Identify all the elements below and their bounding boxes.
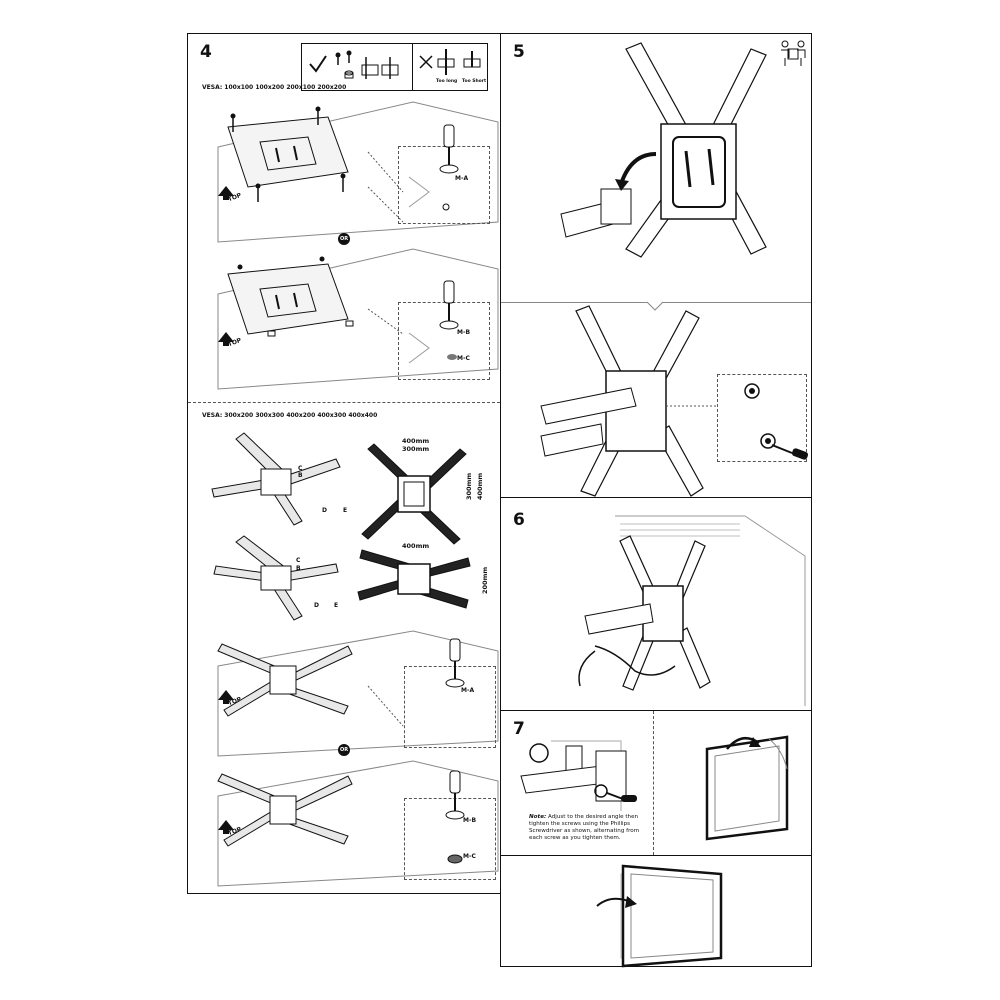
tilt-adjust-illustration: [520, 740, 637, 811]
e-label-1: E: [343, 507, 348, 514]
detail-box-mb-mc-1: M-B M-C: [398, 280, 490, 380]
ma-label-1: M-A: [455, 175, 469, 182]
c-label-2: C: [296, 557, 301, 564]
or-badge-2: OR: [338, 744, 350, 756]
e-label-2: E: [334, 602, 339, 609]
bracket-diagram-large-2: [357, 549, 471, 609]
screwdriver-icon: [445, 770, 465, 820]
tv-back-illustration-4: [217, 760, 499, 887]
section-divider: [188, 402, 500, 403]
mb-label-2: M-B: [463, 817, 477, 824]
step-5-detail-box: [717, 374, 809, 462]
wrong-screws-icon: [437, 49, 481, 75]
screwdriver-icon: [439, 124, 459, 174]
tv-back-illustration-2: [217, 248, 499, 390]
detail-box-ma-2: M-A: [404, 638, 496, 748]
tv-hang-illustration: [578, 515, 806, 706]
dim-400v-label: 400mm: [476, 472, 484, 500]
dim-400-label-2: 400mm: [402, 542, 430, 550]
up-arrow-icon: [218, 690, 234, 704]
step-6-panel: 6: [500, 497, 812, 711]
up-arrow-icon: [218, 332, 234, 346]
wall-plate-hanging-illustration: [560, 42, 767, 258]
too-long-label: Too long: [436, 79, 458, 84]
ma-label-2: M-A: [461, 687, 475, 694]
tv-swivel-illustration: [596, 864, 723, 968]
d-label-1: D: [322, 507, 327, 514]
note-bold-label: Note:: [529, 814, 547, 820]
rotate-arrow-icon: [744, 383, 760, 399]
dim-300v-label: 300mm: [465, 472, 473, 500]
step-7-divider: [653, 711, 654, 855]
step-6-number: 6: [513, 510, 525, 530]
too-short-label: Too Short: [462, 79, 487, 84]
dim-200v-label: 200mm: [481, 566, 489, 594]
screwdriver-icon: [445, 638, 465, 688]
tv-tilt-illustration: [705, 735, 789, 841]
two-people-icon: [781, 40, 806, 66]
vesa-large-heading: VESA: 300x200 300x300 400x200 400x300 40…: [202, 412, 378, 419]
mc-label-2: M-C: [463, 853, 476, 860]
wall-plate-attached-illustration: [540, 305, 716, 497]
vesa-small-heading: VESA: 100x100 100x200 200x100 200x200: [202, 84, 347, 91]
note-text: Adjust to the desired angle then tighten…: [529, 814, 640, 841]
tv-back-illustration-1: [217, 101, 499, 243]
bracket-diagram-large-1: [361, 443, 467, 545]
step-7-panel: 7 Note: Adjust to the desired angle then…: [500, 710, 812, 856]
arm-assembly-illustration-2: [213, 535, 339, 621]
b-label-2: B: [296, 565, 301, 572]
up-arrow-icon: [218, 186, 234, 200]
mb-label-1: M-B: [457, 329, 471, 336]
tv-back-illustration-3: [217, 630, 499, 757]
b-label-1: B: [298, 472, 303, 479]
detail-box-mb-mc-2: M-B M-C: [404, 770, 496, 880]
arm-assembly-illustration-1: [211, 432, 341, 526]
cross-icon: [419, 55, 433, 69]
dim-300-label-1: 300mm: [402, 445, 430, 453]
step-5-panel: 5: [500, 33, 812, 498]
up-arrow-icon: [218, 820, 234, 834]
step-4-number: 4: [200, 42, 212, 62]
pointer-triangle: [646, 301, 664, 311]
screwdriver-icon: [439, 280, 459, 330]
check-icon: [309, 55, 327, 73]
d-label-2: D: [314, 602, 319, 609]
screwdriver-icon: [771, 444, 809, 460]
step-7-number: 7: [513, 719, 525, 739]
c-label-1: C: [298, 465, 303, 472]
dim-400-label-1: 400mm: [402, 437, 430, 445]
step-4-panel: 4 Too long Too Short VESA: 100x100 100x2…: [187, 33, 501, 894]
step-7-swivel-panel: [500, 855, 812, 968]
or-badge-1: OR: [338, 233, 350, 245]
step-5-number: 5: [513, 42, 525, 62]
mc-label-1: M-C: [457, 355, 470, 362]
step-7-note: Note: Adjust to the desired angle then t…: [529, 814, 649, 842]
correct-screws-icon: [335, 50, 399, 79]
screw-legend-box: Too long Too Short: [301, 43, 488, 91]
rotate-arrow-icon: [760, 433, 776, 449]
detail-box-ma-1: M-A: [398, 124, 490, 224]
